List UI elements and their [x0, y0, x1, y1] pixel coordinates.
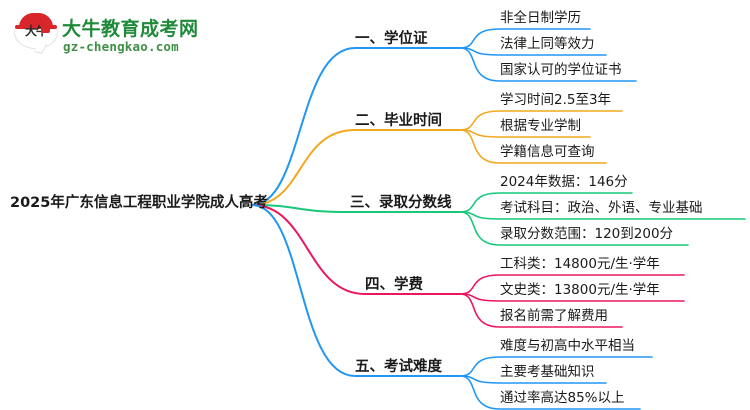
mindmap-leaf-label-3-3[interactable]: 录取分数范围：120到200分: [500, 226, 674, 242]
site-logo: 大牛 大牛教育成考网 gz-chengkao.com: [8, 6, 198, 58]
mindmap-leaf-label-4-2[interactable]: 文史类：13800元/生·学年: [500, 282, 660, 298]
mindmap-leaf-label-5-1[interactable]: 难度与初高中水平相当: [500, 338, 635, 354]
mindmap-leaf-label-3-2[interactable]: 考试科目：政治、外语、专业基础: [500, 200, 703, 216]
mindmap-branch-label-5[interactable]: 五、考试难度: [355, 359, 442, 375]
mindmap-leaf-label-3-1[interactable]: 2024年数据：146分: [500, 174, 628, 190]
logo-red-seal-icon: [41, 24, 50, 33]
mindmap-leaf-label-1-1[interactable]: 非全日制学历: [500, 10, 581, 26]
logo-speech-bubble-icon: 大牛: [14, 10, 58, 54]
mindmap-leaf-label-2-3[interactable]: 学籍信息可查询: [500, 144, 595, 160]
logo-title: 大牛教育成考网: [62, 18, 199, 40]
mindmap-root-label[interactable]: 2025年广东信息工程职业学院成人高考: [10, 195, 268, 211]
mindmap-leaf-label-2-1[interactable]: 学习时间2.5至3年: [500, 92, 612, 108]
mindmap-leaf-label-4-1[interactable]: 工科类：14800元/生·学年: [500, 256, 660, 272]
mindmap-branch-label-4[interactable]: 四、学费: [365, 277, 423, 293]
mindmap-leaf-label-4-3[interactable]: 报名前需了解费用: [500, 308, 608, 324]
mindmap-branch-label-3[interactable]: 三、录取分数线: [350, 195, 452, 211]
connector-path: [251, 129, 451, 206]
mindmap-branch-label-2[interactable]: 二、毕业时间: [355, 113, 442, 129]
mindmap-leaf-label-5-3[interactable]: 通过率高达85%以上: [500, 390, 625, 406]
mindmap-leaf-label-1-2[interactable]: 法律上同等效力: [500, 36, 595, 52]
mindmap-leaf-label-5-2[interactable]: 主要考基础知识: [500, 364, 595, 380]
mindmap-branch-label-1[interactable]: 一、学位证: [355, 31, 428, 47]
mindmap-leaf-label-1-3[interactable]: 国家认可的学位证书: [500, 62, 622, 78]
logo-subtitle-url: gz-chengkao.com: [63, 39, 179, 54]
mindmap-leaf-label-2-2[interactable]: 根据专业学制: [500, 118, 581, 134]
